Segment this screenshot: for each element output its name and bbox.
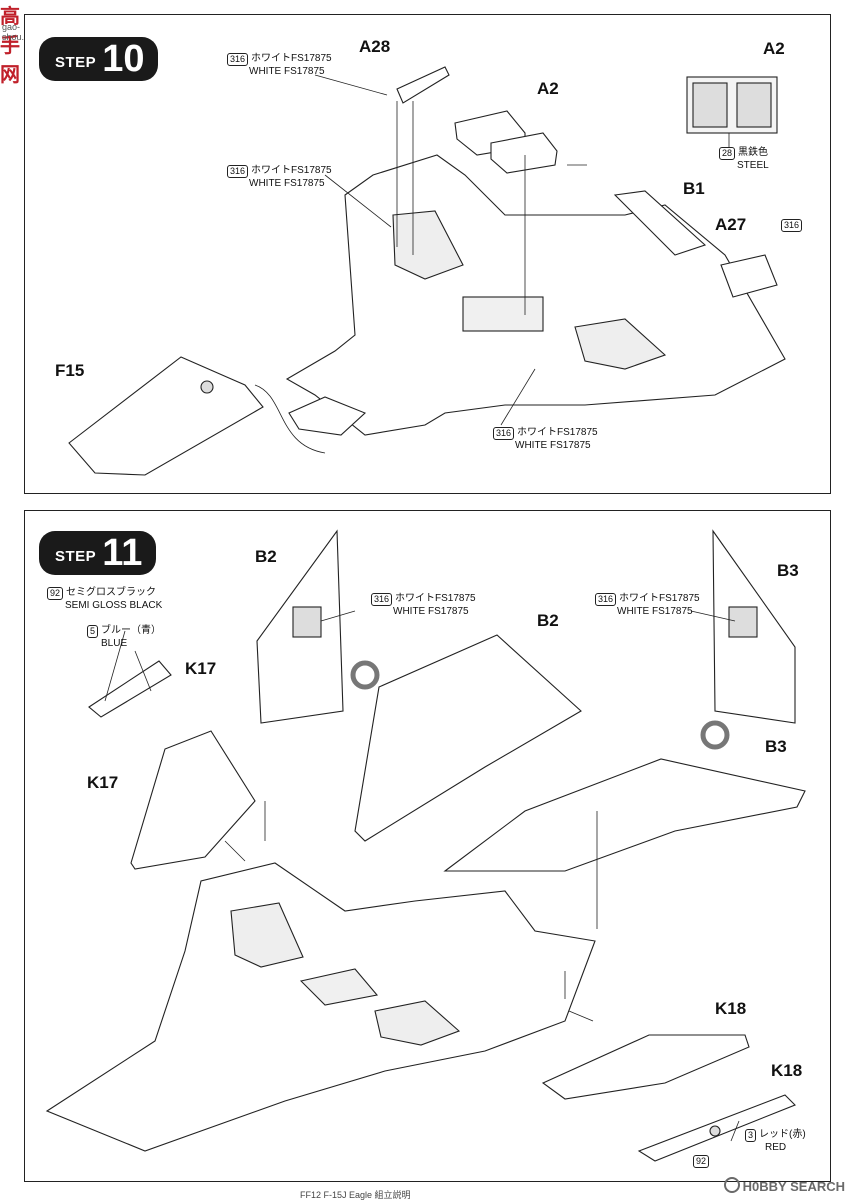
paint-jp: ホワイトFS17875 — [517, 427, 598, 438]
label-k17-left: K17 — [87, 773, 119, 792]
paint-jp: ホワイトFS17875 — [395, 593, 476, 604]
paint-jp: ホワイトFS17875 — [619, 593, 700, 604]
paint-number: 316 — [493, 427, 515, 440]
center-pads — [299, 968, 379, 1006]
paint-en: WHITE FS17875 — [393, 606, 469, 617]
paint-jp: セミグロスブラック — [66, 587, 157, 598]
rear-tub — [574, 318, 667, 370]
part-k18 — [541, 1034, 750, 1100]
part-k17-probe — [88, 660, 172, 718]
step-11-assembly-drawing — [45, 529, 806, 1162]
part-f15 — [68, 356, 264, 476]
step-10-assembly-drawing — [68, 66, 786, 476]
watermark-bottom: H0BBY SEARCH — [723, 1177, 845, 1194]
label-k17-top: K17 — [185, 659, 217, 678]
part-a2-right — [490, 132, 558, 174]
paint-en: SEMI GLOSS BLACK — [65, 600, 163, 611]
part-f15-hole — [200, 380, 214, 394]
paint-number: 28 — [719, 147, 736, 160]
paint-en: RED — [765, 1142, 787, 1153]
label-k18-right: K18 — [771, 1061, 803, 1080]
paint-en: WHITE FS17875 — [617, 606, 693, 617]
footer-text: FF12 F-15J Eagle 組立説明 — [300, 1190, 411, 1200]
part-b3-wing — [443, 758, 806, 872]
rotate-arrow-icon — [350, 660, 380, 690]
label-b2-wing: B2 — [537, 611, 559, 630]
paint-en: BLUE — [101, 638, 128, 649]
label-a2-right: A2 — [763, 39, 785, 58]
paint-number: 316 — [371, 593, 393, 606]
paint-number: 316 — [595, 593, 617, 606]
step-11-badge: STEP 11 — [39, 531, 157, 575]
paint-en: WHITE FS17875 — [249, 66, 325, 77]
paint-en: WHITE FS17875 — [249, 178, 325, 189]
paint-en: WHITE FS17875 — [515, 440, 591, 451]
label-b3-wing: B3 — [765, 737, 787, 756]
label-a2-mid: A2 — [537, 79, 559, 98]
watermark-bottom-text: H0BBY SEARCH — [742, 1179, 845, 1194]
label-b1: B1 — [683, 179, 705, 198]
paint-number: 5 — [87, 625, 99, 638]
part-k17 — [130, 730, 256, 870]
hobbysearch-logo-icon — [723, 1177, 740, 1193]
paint-number: 92 — [47, 587, 64, 600]
part-b2-wing — [354, 634, 582, 842]
label-b2-top: B2 — [255, 547, 277, 566]
cockpit-tub — [230, 902, 304, 968]
paint-number: 92 — [693, 1155, 710, 1168]
paint-note-92: 92 — [693, 1155, 712, 1168]
paint-jp: ホワイトFS17875 — [251, 53, 332, 64]
fuselage-floor — [285, 154, 786, 436]
paint-number: 316 — [781, 219, 803, 232]
paint-note-a27: 316 — [781, 219, 805, 232]
paint-number: 316 — [227, 53, 249, 66]
center-hatch — [462, 296, 544, 332]
part-a28 — [396, 66, 450, 104]
paint-number: 3 — [745, 1129, 757, 1142]
cockpit-tub — [392, 210, 464, 280]
rotate-arrow-icon — [700, 720, 730, 750]
step-10-panel: STEP 10 — [24, 14, 831, 494]
label-a28: A28 — [359, 37, 391, 56]
watermark-top-text: 高手网 — [0, 6, 21, 86]
label-f15: F15 — [55, 361, 85, 380]
label-k18-mid: K18 — [715, 999, 747, 1018]
label-a27: A27 — [715, 215, 747, 234]
watermark-top-url: gao-shou.com — [2, 22, 42, 42]
rear-tub — [374, 1000, 461, 1046]
part-b1 — [613, 190, 707, 256]
paint-jp: 黒鉄色 — [738, 147, 769, 158]
paint-jp: ホワイトFS17875 — [251, 165, 332, 176]
paint-jp: ブルー（青） — [101, 625, 162, 636]
small-tab — [288, 396, 367, 436]
step-number: 10 — [102, 38, 145, 80]
step-word: STEP — [55, 547, 97, 565]
step-11-panel: STEP 11 — [24, 510, 831, 1182]
step-10-badge: STEP 10 — [39, 37, 159, 81]
step-number: 11 — [102, 532, 143, 574]
paint-jp: レッド(赤) — [759, 1129, 806, 1140]
label-b3-top: B3 — [777, 561, 799, 580]
part-a27 — [720, 254, 778, 298]
paint-en: STEEL — [737, 160, 769, 171]
fuselage-assembly — [45, 862, 596, 1152]
step-word: STEP — [55, 53, 97, 71]
paint-number: 316 — [227, 165, 249, 178]
